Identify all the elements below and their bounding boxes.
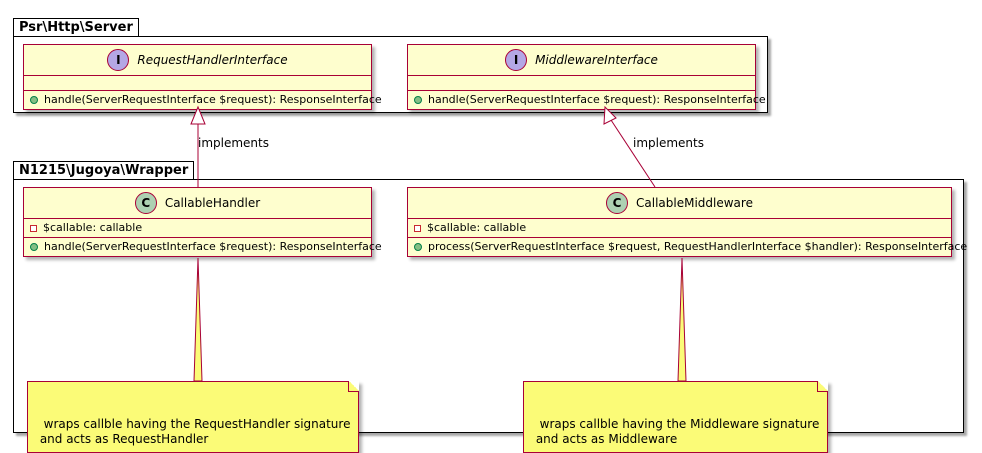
method-signature: handle(ServerRequestInterface $request):…	[428, 93, 766, 106]
public-method-icon	[30, 96, 38, 104]
implements-label-middleware: implements	[633, 136, 704, 150]
class-name: CallableMiddleware	[636, 196, 753, 210]
methods-section: process(ServerRequestInterface $request,…	[408, 238, 967, 256]
class-icon: C	[606, 192, 629, 214]
package-name-wrapper: N1215\Jugoya\Wrapper	[19, 163, 189, 178]
package-tab-server: Psr\Http\Server	[13, 18, 139, 37]
note-fold-corner	[348, 381, 360, 392]
method-signature: handle(ServerRequestInterface $request):…	[44, 93, 382, 106]
method-signature: handle(ServerRequestInterface $request):…	[44, 240, 382, 253]
methods-section: handle(ServerRequestInterface $request):…	[24, 238, 382, 256]
class-name: MiddlewareInterface	[535, 53, 658, 67]
field-row: $callable: callable	[30, 221, 365, 235]
methods-section: handle(ServerRequestInterface $request):…	[408, 91, 766, 109]
method-row: handle(ServerRequestInterface $request):…	[30, 93, 382, 107]
class-header: C CallableHandler	[24, 188, 371, 219]
public-method-icon	[414, 243, 422, 251]
class-middleware-interface[interactable]: I MiddlewareInterface handle(ServerReque…	[407, 44, 766, 110]
interface-icon: I	[107, 49, 130, 71]
private-field-icon	[414, 224, 421, 232]
fields-section: $callable: callable	[408, 219, 951, 238]
note-callable-handler[interactable]: wraps callble having the RequestHandler …	[27, 381, 360, 453]
class-name: CallableHandler	[164, 196, 261, 210]
package-name-server: Psr\Http\Server	[19, 20, 133, 35]
class-icon: C	[134, 192, 157, 214]
implements-arrowhead-handler	[190, 105, 206, 125]
note-text: wraps callble having the Middleware sign…	[535, 417, 820, 446]
class-callable-handler[interactable]: C CallableHandler $callable: callable ha…	[23, 187, 382, 257]
fields-section: $callable: callable	[24, 219, 371, 238]
public-method-icon	[30, 243, 38, 251]
class-header: I MiddlewareInterface	[408, 45, 755, 76]
method-signature: process(ServerRequestInterface $request,…	[428, 240, 968, 253]
class-header: C CallableMiddleware	[408, 188, 951, 219]
class-header: I RequestHandlerInterface	[24, 45, 371, 76]
method-row: handle(ServerRequestInterface $request):…	[30, 240, 382, 254]
relations-layer	[190, 105, 687, 382]
public-method-icon	[414, 96, 422, 104]
class-name: RequestHandlerInterface	[137, 53, 288, 67]
note-fold-corner	[817, 381, 829, 392]
method-row: handle(ServerRequestInterface $request):…	[414, 93, 766, 107]
interface-icon: I	[505, 49, 528, 71]
note-connector-middleware-tail	[677, 257, 687, 382]
field-row: $callable: callable	[414, 221, 945, 235]
implements-label-handler: implements	[198, 136, 269, 150]
method-row: process(ServerRequestInterface $request,…	[414, 240, 967, 254]
class-callable-middleware[interactable]: C CallableMiddleware $callable: callable…	[407, 187, 967, 257]
field-signature: $callable: callable	[427, 221, 527, 234]
field-signature: $callable: callable	[43, 221, 143, 234]
package-tab-wrapper: N1215\Jugoya\Wrapper	[13, 161, 195, 180]
fields-section	[24, 76, 371, 91]
note-text: wraps callble having the RequestHandler …	[39, 417, 351, 446]
note-connector-handler-tail	[193, 257, 203, 382]
class-request-handler-interface[interactable]: I RequestHandlerInterface handle(ServerR…	[23, 44, 382, 110]
note-callable-middleware[interactable]: wraps callble having the Middleware sign…	[523, 381, 829, 453]
fields-section	[408, 76, 755, 91]
implements-arrowhead-middleware	[603, 105, 617, 125]
implements-line-middleware	[610, 119, 656, 188]
methods-section: handle(ServerRequestInterface $request):…	[24, 91, 382, 109]
private-field-icon	[30, 224, 37, 232]
